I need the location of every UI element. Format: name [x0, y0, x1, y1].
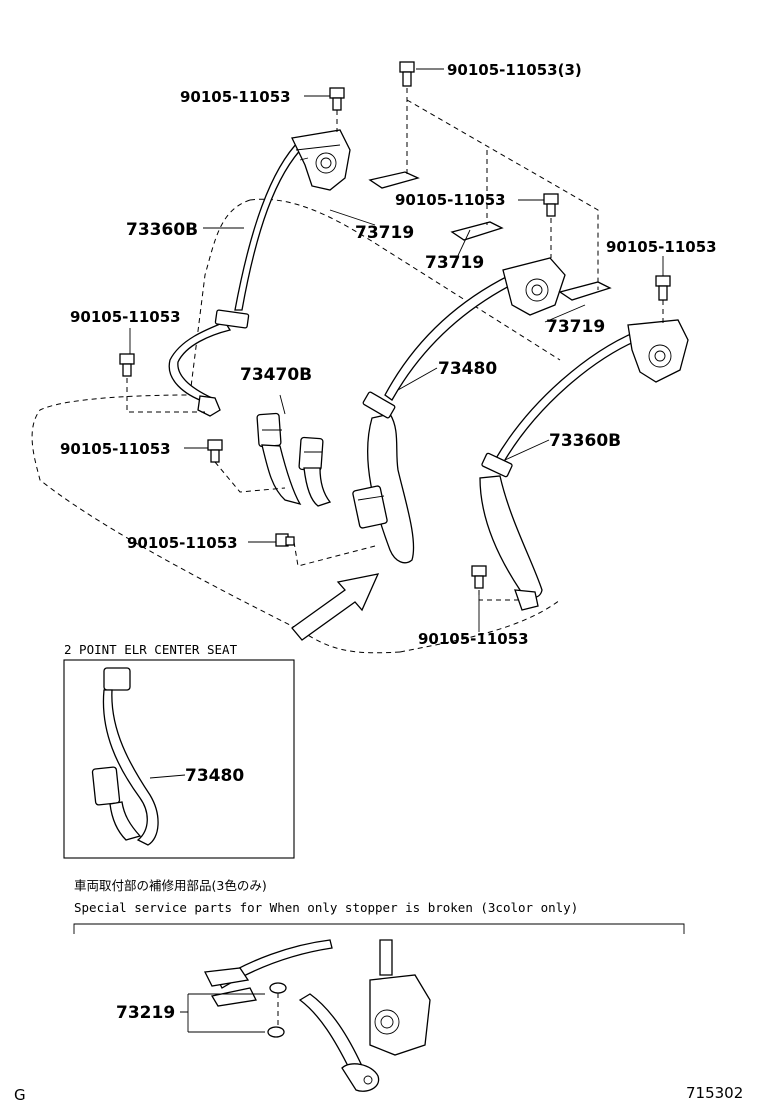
- center-seat-inset: 2 POINT ELR CENTER SEAT 73480: [63, 642, 295, 859]
- center-belt: [352, 257, 566, 564]
- bolt-icon: [655, 275, 671, 301]
- bolt-icon: [471, 565, 487, 589]
- corner-letter: G: [14, 1086, 26, 1104]
- part-label: 73480: [185, 766, 244, 786]
- left-buckle-assembly: [256, 412, 332, 507]
- part-label: 73470B: [240, 365, 312, 385]
- part-label: 73719: [546, 317, 605, 337]
- bolt-icon: [275, 533, 295, 547]
- part-label: 73219: [116, 1003, 175, 1023]
- bolt-label: 90105-11053: [395, 191, 506, 209]
- bolts: [119, 61, 671, 589]
- stopper-cap-icon: [269, 982, 287, 994]
- stopper-detail: 73219: [116, 939, 431, 1092]
- part-labels: 90105-11053(3) 90105-11053 90105-11053 9…: [60, 61, 717, 648]
- bolt-label: 90105-11053: [180, 88, 291, 106]
- leader-lines: [126, 68, 664, 632]
- left-retractor-belt: [168, 129, 351, 417]
- stopper-base-icon: [267, 1026, 285, 1038]
- part-label: 73719: [425, 253, 484, 273]
- brackets: [368, 171, 612, 301]
- bolt-label: 90105-11053: [60, 440, 171, 458]
- direction-arrow: [291, 573, 380, 641]
- bolt-icon: [119, 353, 135, 377]
- bolt-label: 90105-11053: [127, 534, 238, 552]
- rear-seat-outline: [31, 198, 561, 654]
- part-label: 73360B: [549, 431, 621, 451]
- part-label: 73719: [355, 223, 414, 243]
- bolt-label: 90105-11053: [418, 630, 529, 648]
- diagram-code: 715302: [686, 1084, 743, 1102]
- bolt-label: 90105-11053(3): [447, 61, 582, 79]
- inset-title: 2 POINT ELR CENTER SEAT: [64, 642, 238, 657]
- bolt-icon: [329, 87, 345, 111]
- service-note: 車両取付部の補修用部品(3色のみ) Special service parts …: [73, 878, 685, 934]
- note-english: Special service parts for When only stop…: [74, 900, 578, 915]
- part-label: 73480: [438, 359, 497, 379]
- bolt-label: 90105-11053: [606, 238, 717, 256]
- bolt-icon: [399, 61, 415, 87]
- right-retractor-belt: [479, 319, 689, 611]
- part-label: 73360B: [126, 220, 198, 240]
- bolt-label: 90105-11053: [70, 308, 181, 326]
- bolt-icon: [543, 193, 559, 217]
- note-japanese: 車両取付部の補修用部品(3色のみ): [74, 878, 267, 893]
- bolt-icon: [207, 439, 223, 463]
